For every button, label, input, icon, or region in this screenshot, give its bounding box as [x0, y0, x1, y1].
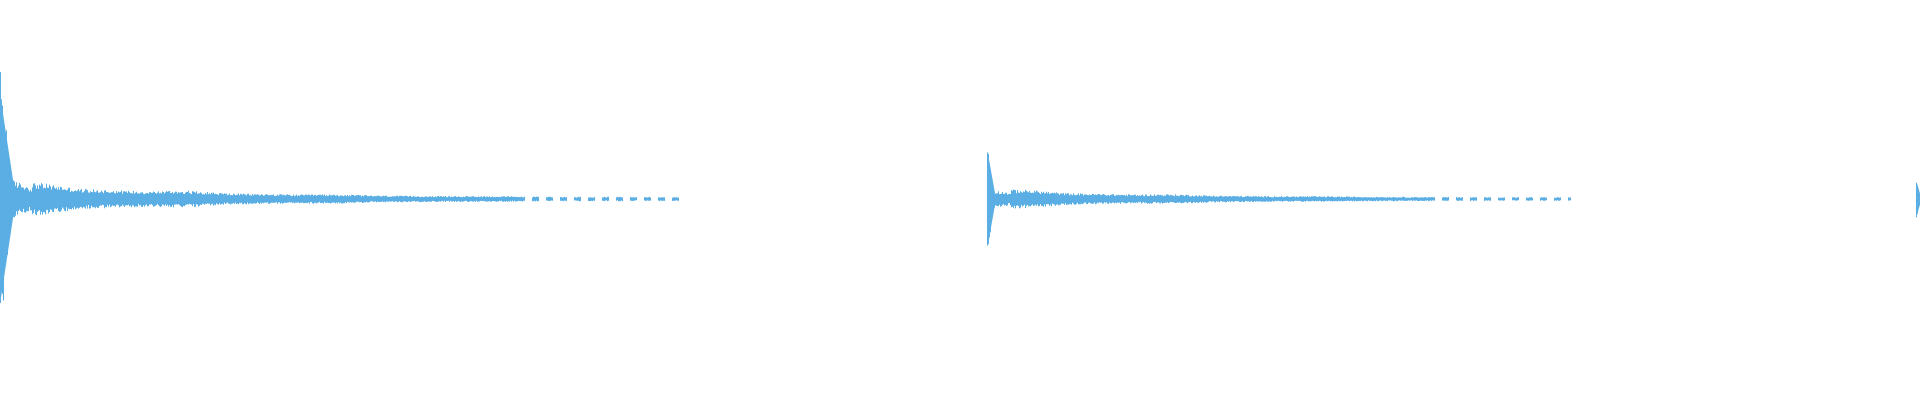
transient-1: [0, 95, 14, 303]
waveform-signal: [0, 71, 1920, 303]
transient-2: [987, 151, 995, 247]
waveform-path: [0, 71, 1920, 303]
transient-3: [1916, 182, 1920, 216]
